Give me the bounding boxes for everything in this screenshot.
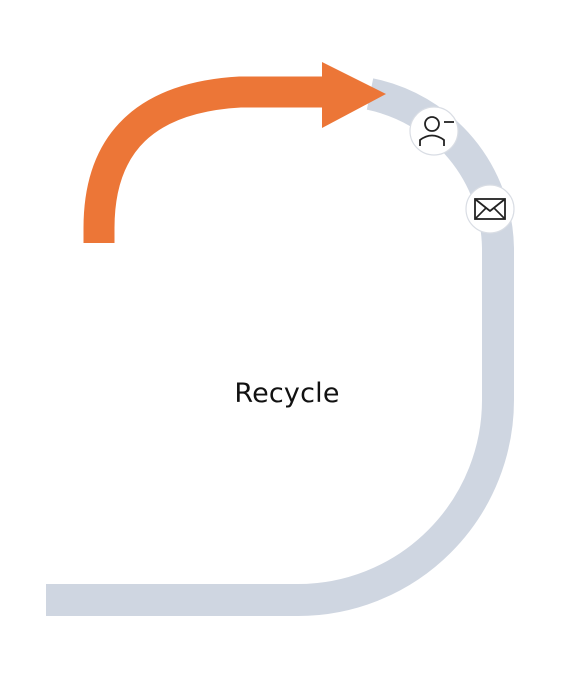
mail-icon	[465, 184, 515, 234]
center-label: Recycle	[234, 378, 340, 409]
orange-arrow-body	[83, 76, 336, 243]
user-remove-icon	[409, 106, 459, 156]
orange-arrow-head	[322, 62, 386, 128]
